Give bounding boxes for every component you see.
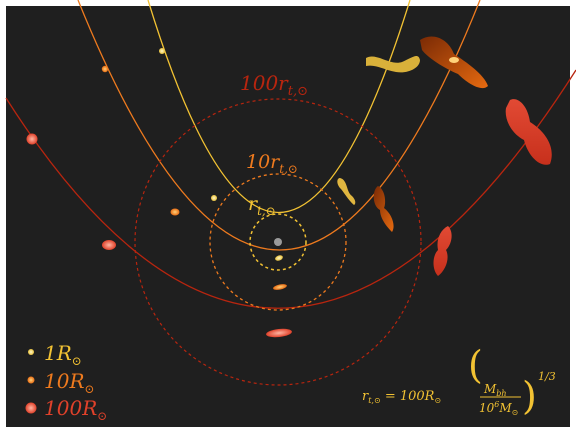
orbit-1rsun <box>147 0 411 213</box>
background-panel <box>6 6 570 427</box>
formula-left-paren: ( <box>468 343 483 387</box>
orbit-10rsun <box>77 0 481 251</box>
star-1rsun-debris <box>337 178 356 205</box>
formula-denominator: 106M⊙ <box>479 400 518 417</box>
circle-1-tidal-radius <box>249 213 307 271</box>
circle-100-tidal-radius <box>134 98 422 386</box>
star-1rsun-b <box>211 195 217 201</box>
legend-marker-100rsun <box>25 402 37 414</box>
formula-right-paren: ) <box>522 374 537 418</box>
star-100rsun-b <box>102 240 116 250</box>
debris-stream-yellow <box>366 56 420 73</box>
black-hole <box>274 238 282 246</box>
star-10rsun-debris <box>373 186 394 232</box>
star-100rsun-pericenter <box>266 328 292 338</box>
legend-label-1rsun: 1R⊙ <box>44 341 82 368</box>
label-outer-radius: 100rt,⊙ <box>240 71 308 99</box>
legend-marker-10rsun <box>27 376 35 384</box>
star-1rsun-pericenter <box>275 255 283 261</box>
legend-marker-1rsun <box>28 349 34 355</box>
tidal-radius-formula: rt,⊙ = 100R⊙ ( Mbh 106M⊙ ) 1/3 <box>362 343 556 418</box>
star-10rsun-pericenter <box>273 284 287 290</box>
star-10rsun-b <box>170 208 180 216</box>
formula-numerator: Mbh <box>483 382 507 398</box>
formula-lhs: rt,⊙ = 100R⊙ <box>362 389 441 405</box>
legend-label-10rsun: 10R⊙ <box>44 369 95 396</box>
legend: 1R⊙ 10R⊙ 100R⊙ <box>25 341 107 423</box>
label-inner-radius: rt,⊙ <box>248 193 276 218</box>
debris-stream-red <box>505 99 552 165</box>
formula-exponent: 1/3 <box>538 370 556 383</box>
debris-orange-core <box>449 57 459 63</box>
legend-label-100rsun: 100R⊙ <box>44 396 107 423</box>
star-100rsun-a <box>26 133 38 145</box>
label-middle-radius: 10rt,⊙ <box>246 151 298 176</box>
star-1rsun-a <box>159 48 165 54</box>
star-10rsun-a <box>101 65 109 73</box>
orbit-100rsun <box>5 69 576 309</box>
circle-10-tidal-radius <box>209 173 347 311</box>
star-100rsun-debris-mid <box>433 226 452 276</box>
